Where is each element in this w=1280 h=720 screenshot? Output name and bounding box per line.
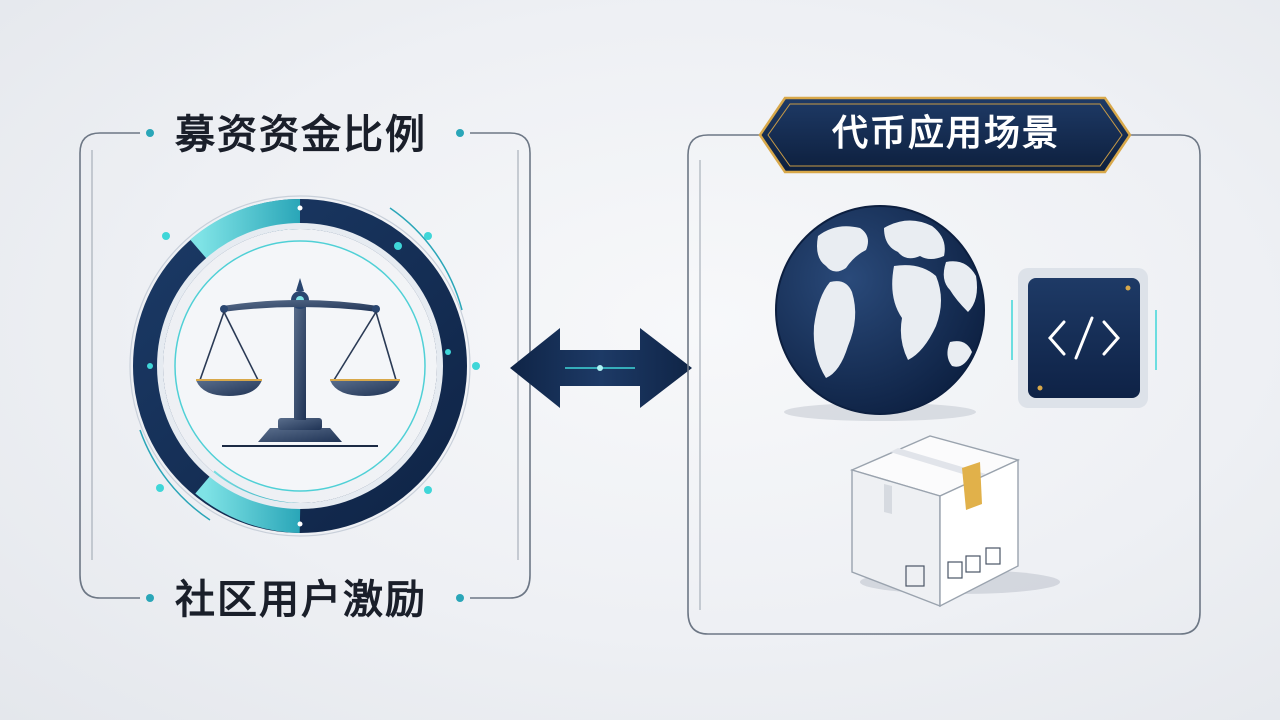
right-banner <box>758 96 1132 174</box>
right-panel-frame <box>687 134 1201 635</box>
left-panel-frame <box>79 132 531 599</box>
code-icon <box>1011 268 1157 408</box>
double-arrow-icon <box>510 328 692 408</box>
left-panel-caption: 社区用户激励 <box>175 577 427 623</box>
right-panel-title: 代币应用场景 <box>831 113 1060 154</box>
left-panel-dots <box>146 129 464 602</box>
package-box-icon <box>849 435 1060 608</box>
scales-of-justice-icon <box>196 278 400 447</box>
left-panel-title: 募资资金比例 <box>175 112 427 158</box>
globe-icon <box>775 205 985 421</box>
